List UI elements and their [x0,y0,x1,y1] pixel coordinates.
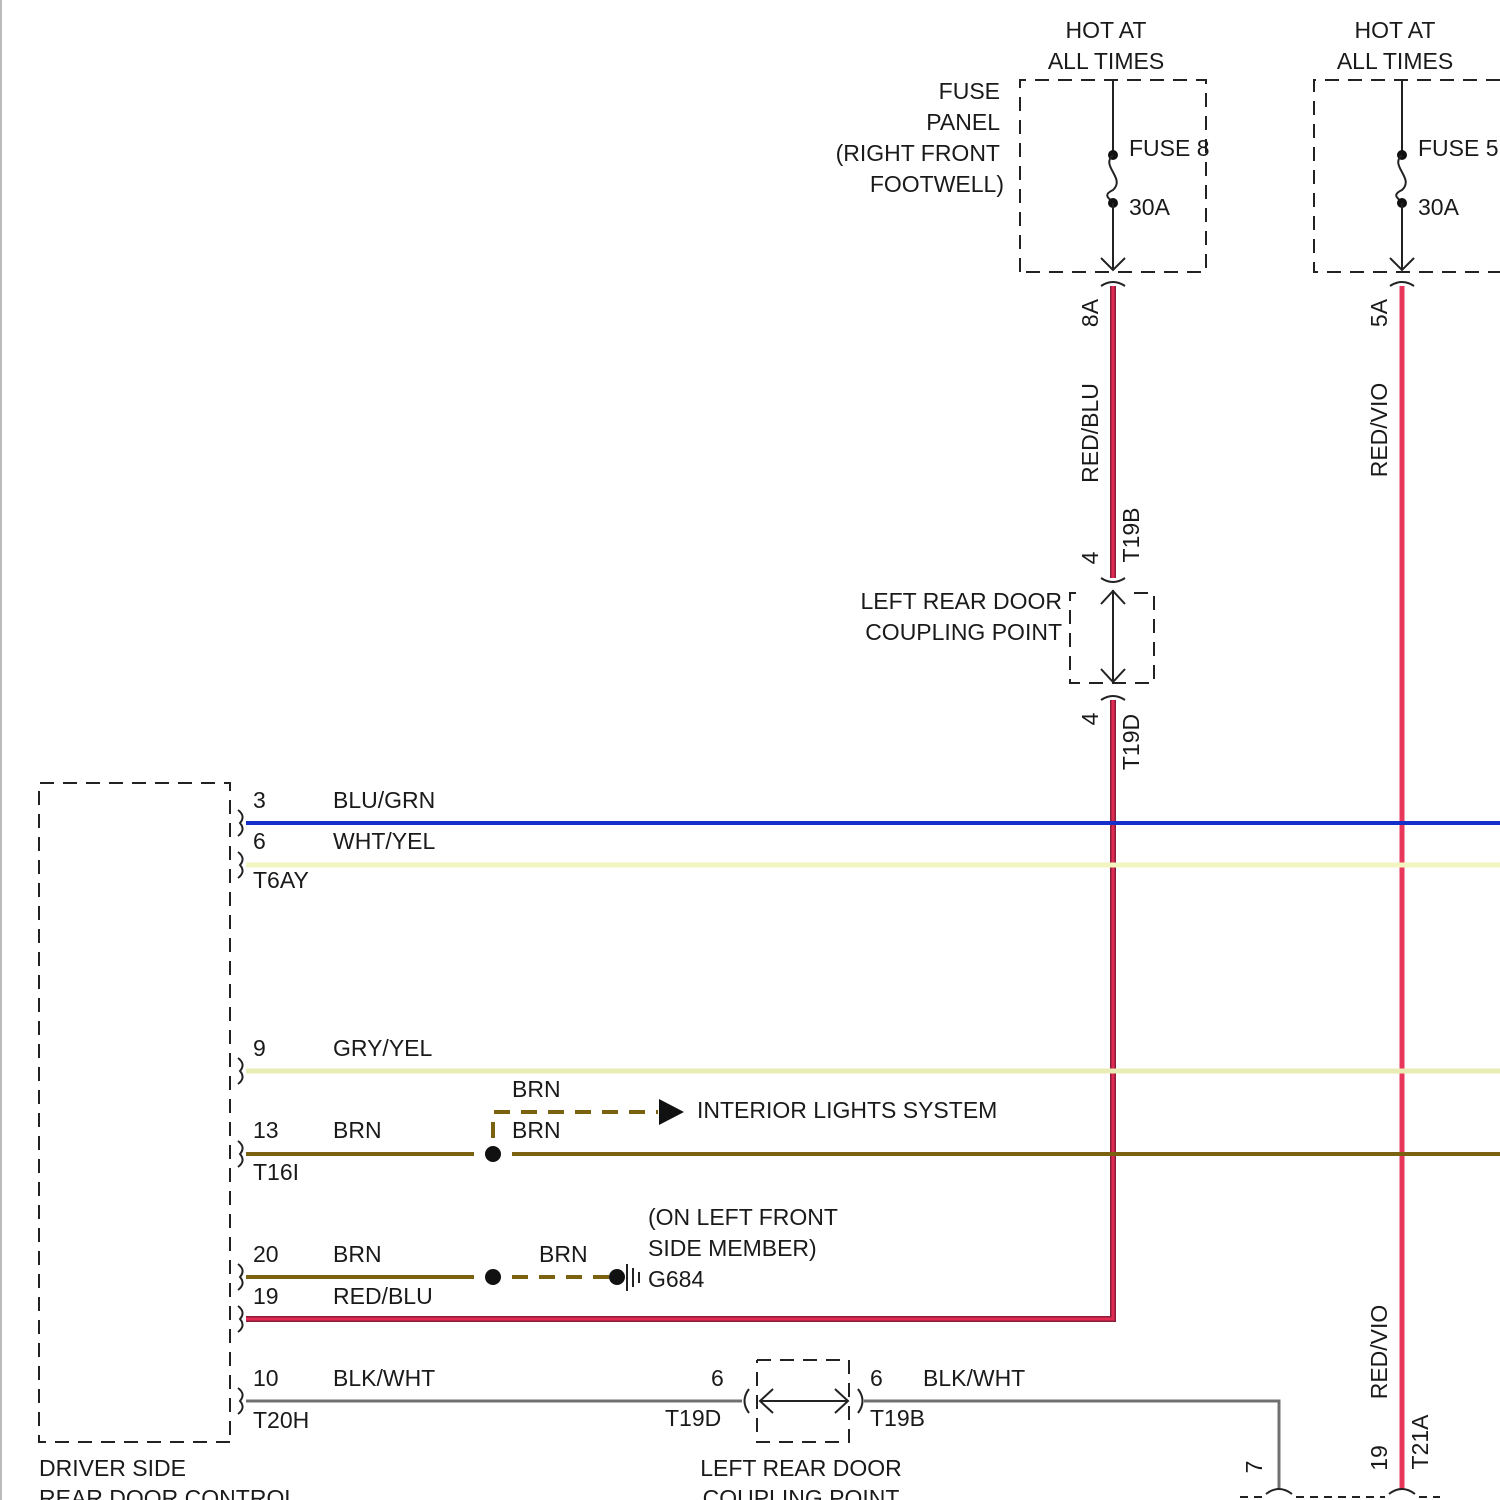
pin-3-number: 3 [253,787,266,813]
lower-coupling-label-2: COUPLING POINT [703,1485,900,1500]
fuse-5-name: FUSE 5 [1418,135,1499,161]
splice-dot-pin13 [485,1146,501,1162]
pin-10-number: 10 [253,1365,279,1391]
fuse-8-wire-color: RED/BLU [1077,383,1103,483]
ground-dot [609,1269,625,1285]
lower-coupling-right-pin: 6 [870,1365,883,1391]
fuse-panel-label-1: FUSE [939,78,1000,104]
ground-icon [627,1264,639,1291]
pin-19-number: 19 [253,1283,279,1309]
upper-coupling-label-2: COUPLING POINT [865,619,1062,645]
upper-coupling-arrow-icon [1101,578,1125,700]
lower-coupling-label-1: LEFT REAR DOOR [700,1455,902,1481]
connector-t16i: T16I [253,1159,299,1185]
fuse-panel-label-4: FOOTWELL) [870,171,1004,197]
bottom-pin-19: 19 [1366,1445,1392,1471]
module-label-1: DRIVER SIDE [39,1455,186,1481]
fuse-panel-label-3: (RIGHT FRONT [836,140,1000,166]
connector-t6ay: T6AY [253,867,309,893]
pin-9-wire: GRY/YEL [333,1035,432,1061]
ground-location-2: SIDE MEMBER) [648,1235,817,1261]
fuse-panel-label-2: PANEL [926,109,1000,135]
connector-t20h: T20H [253,1407,309,1433]
fuse-5-rating: 30A [1418,194,1460,220]
ground-wire-color: BRN [539,1241,588,1267]
upper-coupling-top-pin: 4 [1077,551,1103,564]
fuse-8-terminal: 8A [1077,298,1103,327]
bottom-connector-brackets [1240,1489,1440,1497]
upper-coupling-top-connector: T19B [1118,508,1144,563]
pin-6-wire: WHT/YEL [333,828,435,854]
fuse-5-icon [1390,80,1414,286]
pin-10-wire: BLK/WHT [333,1365,435,1391]
interior-branch-wire-lower: BRN [512,1117,561,1143]
hot-at-all-times-b-1: HOT AT [1355,17,1436,43]
hot-at-all-times-a-1: HOT AT [1066,17,1147,43]
lower-coupling-arrow-icon [745,1389,863,1413]
pin-6-number: 6 [253,828,266,854]
lower-coupling-right-connector: T19B [870,1405,925,1431]
interior-branch-wire-upper: BRN [512,1076,561,1102]
hot-at-all-times-b-2: ALL TIMES [1337,48,1453,74]
fuse-panel-box-2 [1314,80,1500,272]
module-pin-brackets [238,810,243,1414]
hot-at-all-times-a-2: ALL TIMES [1048,48,1164,74]
lower-coupling-left-connector: T19D [665,1405,721,1431]
upper-coupling-label-1: LEFT REAR DOOR [861,588,1063,614]
fuse-5-wire-color: RED/VIO [1366,383,1392,478]
pin-13-wire: BRN [333,1117,382,1143]
fuse-8-name: FUSE 8 [1129,135,1210,161]
wire-blk-wht-right [864,1401,1279,1490]
interior-lights-label: INTERIOR LIGHTS SYSTEM [697,1097,997,1123]
upper-coupling-bottom-connector: T19D [1118,714,1144,770]
ground-name: G684 [648,1266,704,1292]
pin-19-wire: RED/BLU [333,1283,433,1309]
fuse-8-icon [1101,80,1125,286]
bottom-red-vio-wire: RED/VIO [1366,1305,1392,1400]
lower-coupling-wire-color: BLK/WHT [923,1365,1025,1391]
module-box [39,783,230,1442]
pin-3-wire: BLU/GRN [333,787,435,813]
lower-coupling-left-pin: 6 [711,1365,724,1391]
arrow-right-icon [659,1099,684,1125]
fuse-5-terminal: 5A [1366,298,1392,327]
ground-location-1: (ON LEFT FRONT [648,1204,838,1230]
fuse-8-rating: 30A [1129,194,1171,220]
pin-9-number: 9 [253,1035,266,1061]
pin-20-number: 20 [253,1241,279,1267]
bottom-pin-7: 7 [1241,1461,1267,1474]
bottom-connector-t21a: T21A [1407,1414,1433,1470]
upper-coupling-bottom-pin: 4 [1077,712,1103,725]
pin-13-number: 13 [253,1117,279,1143]
module-label-2: REAR DOOR CONTROL [39,1485,297,1500]
splice-dot-pin20 [485,1269,501,1285]
pin-20-wire: BRN [333,1241,382,1267]
